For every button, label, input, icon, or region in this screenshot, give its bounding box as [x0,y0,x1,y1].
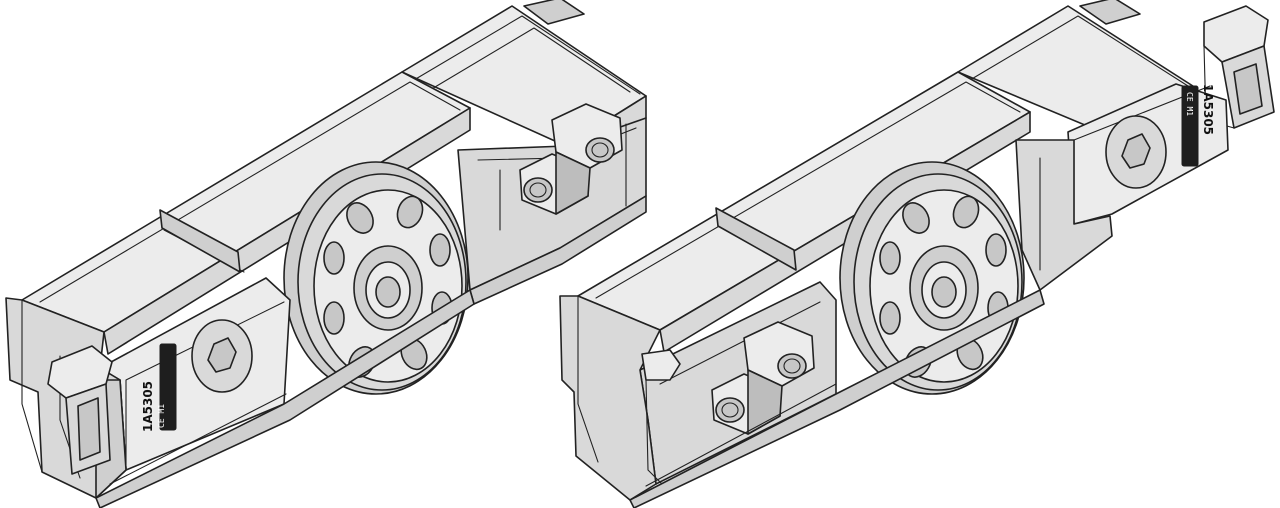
label-plate [159,343,177,431]
front-plate: CE M1 1A5305 [99,277,291,471]
label-plate [1181,85,1199,167]
hex-nut-pair [519,103,623,215]
rear-housing [1015,139,1113,291]
part-number-stamp: 1A5305 [141,381,155,432]
part-number-stamp: 1A5305 [1201,84,1215,135]
front-clip [47,345,113,475]
roller-carriage-right: CE M1 1A5305 [559,0,1275,508]
plate-text: CE M1 [157,404,166,428]
rear-clip [1203,5,1275,129]
bottom-rail [629,289,1045,508]
bottom-rail [95,289,475,508]
front-end-block [559,295,681,501]
plate-text: CE M1 [1185,92,1194,116]
roller-carriage-left: CE M1 1A5305 [5,0,647,508]
